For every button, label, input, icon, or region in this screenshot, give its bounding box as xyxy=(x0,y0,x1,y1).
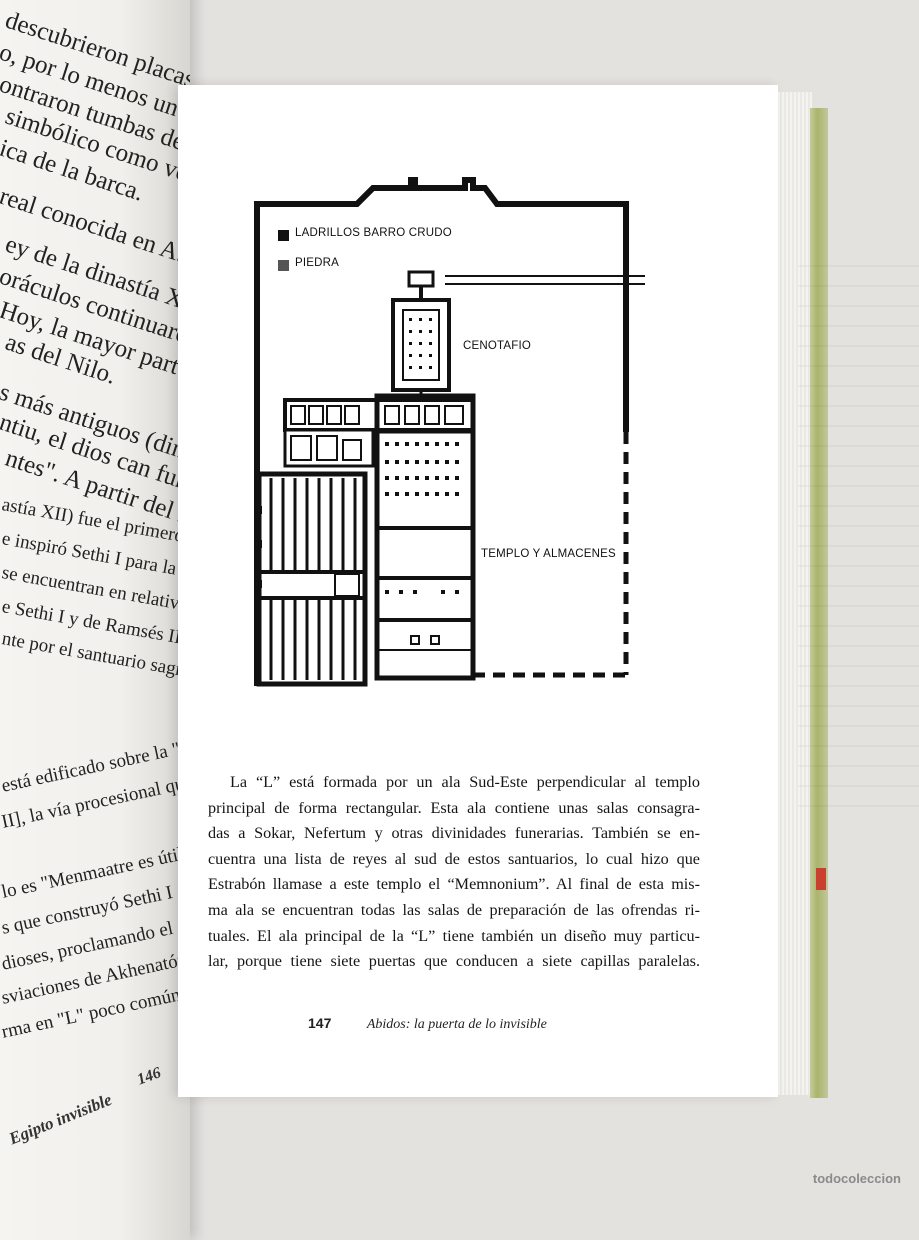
left-page: descubrieron placas deo, por lo menos un… xyxy=(0,0,190,1240)
body-line: principal de forma rectangular. Esta ala… xyxy=(208,798,700,817)
page-number: 147 xyxy=(308,1015,332,1031)
watermark: todocoleccion xyxy=(812,1171,901,1186)
left-page-running-head: Egipto invisible xyxy=(6,1089,115,1149)
left-page-folio: 146 xyxy=(134,1064,164,1089)
show-through-text xyxy=(798,265,919,825)
body-line: lar, porque tiene siete puertas que cond… xyxy=(208,952,700,971)
book-cover-edge xyxy=(810,108,828,1098)
legend-swatch-stone xyxy=(278,260,289,271)
body-line: das a Sokar, Nefertum y otras divinidade… xyxy=(208,824,700,843)
legend-swatch-mud-brick xyxy=(278,230,289,241)
label-cenotafio: CENOTAFIO xyxy=(463,340,532,352)
legend-label-stone: PIEDRA xyxy=(295,257,340,269)
page-footer: 147 Abidos: la puerta de lo invisible xyxy=(308,1015,547,1033)
running-title: Abidos: la puerta de lo invisible xyxy=(366,1017,547,1032)
body-line: Estrabón llamase a este templo el “Memno… xyxy=(208,875,700,894)
body-line: cuentra una lista de reyes al sud de est… xyxy=(208,849,700,868)
body-line: ma ala se encuentran todas las salas de … xyxy=(208,900,700,919)
label-templo-almacenes: TEMPLO Y ALMACENES xyxy=(481,548,616,560)
body-paragraph: La “L” está formada por un ala Sud-Este … xyxy=(208,770,700,975)
page-edges xyxy=(778,92,812,1095)
body-line: tuales. El ala principal de la “L” tiene… xyxy=(208,926,700,945)
temple-plan: LADRILLOS BARRO CRUDO PIEDRA CENOTAFIO T… xyxy=(245,170,645,695)
left-page-text: descubrieron placas deo, por lo menos un… xyxy=(0,0,190,1180)
body-line: La “L” está formada por un ala Sud-Este … xyxy=(230,773,700,791)
legend-label-mud-brick: LADRILLOS BARRO CRUDO xyxy=(295,227,452,239)
cover-red-mark xyxy=(816,868,826,890)
temple-plan-drawing xyxy=(254,177,645,687)
